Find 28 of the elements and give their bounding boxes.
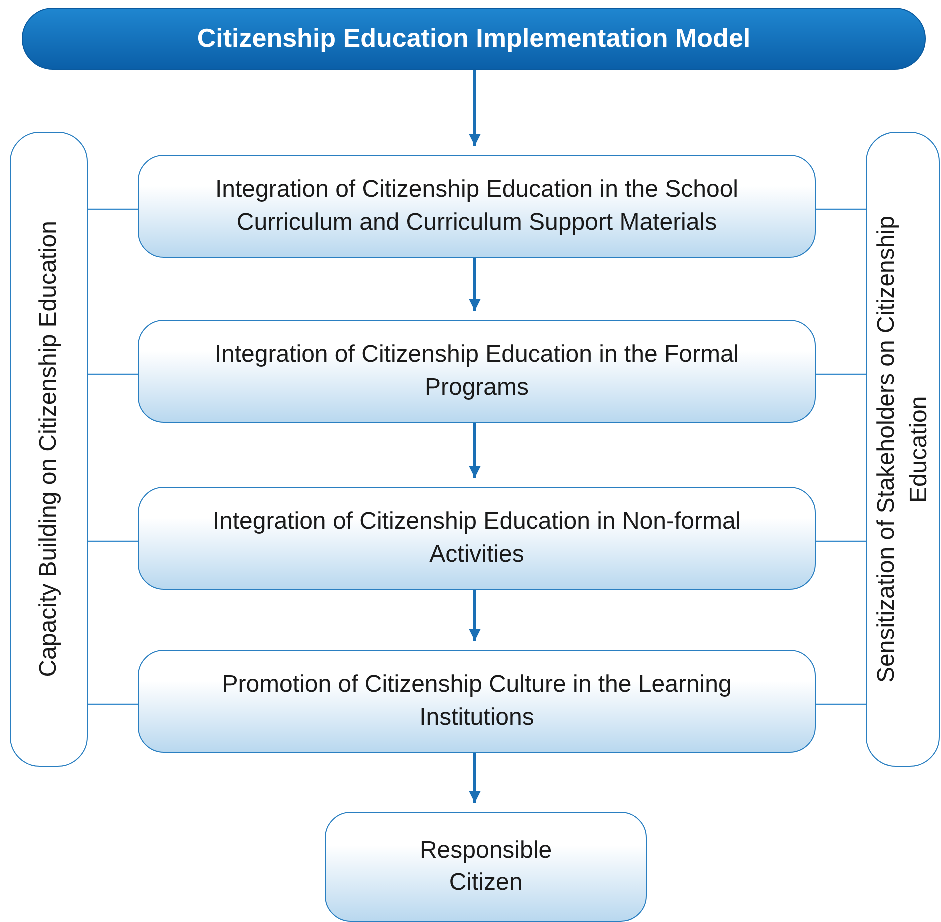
connector-line — [88, 540, 138, 542]
connector-line — [816, 540, 866, 542]
node-text: Sensitization of Stakeholders on Citizenship Education — [872, 215, 933, 685]
title-text: Citizenship Education Implementation Model — [197, 22, 751, 56]
process-box — [138, 487, 816, 590]
node-text: Integration of Citizenship Education in the Formal Programs — [214, 340, 740, 402]
connector-line — [816, 704, 866, 706]
connector-line — [88, 374, 138, 376]
node-text: Capacity Building on Citizenship Education — [34, 221, 63, 678]
side-bar — [866, 132, 940, 767]
process-box — [138, 320, 816, 423]
connector-line — [88, 704, 138, 706]
side-bar — [10, 132, 88, 767]
arrow — [469, 258, 481, 311]
arrow — [469, 753, 481, 803]
arrow — [469, 590, 481, 641]
node-text: Integration of Citizenship Education in Non-formal Activities — [212, 507, 742, 570]
connector-line — [88, 208, 138, 210]
node-text: Integration of Citizenship Education in the School Curriculum and Curriculum Support Materials — [214, 175, 740, 238]
arrow — [469, 423, 481, 478]
process-box — [138, 650, 816, 753]
node-text: Promotion of Citizenship Culture in the Learning Institutions — [221, 670, 733, 732]
node-text: Responsible Citizen — [418, 836, 554, 898]
outcome-box — [325, 812, 647, 922]
connector-line — [816, 208, 866, 210]
process-box — [138, 155, 816, 258]
arrow — [469, 70, 481, 146]
connector-line — [816, 374, 866, 376]
